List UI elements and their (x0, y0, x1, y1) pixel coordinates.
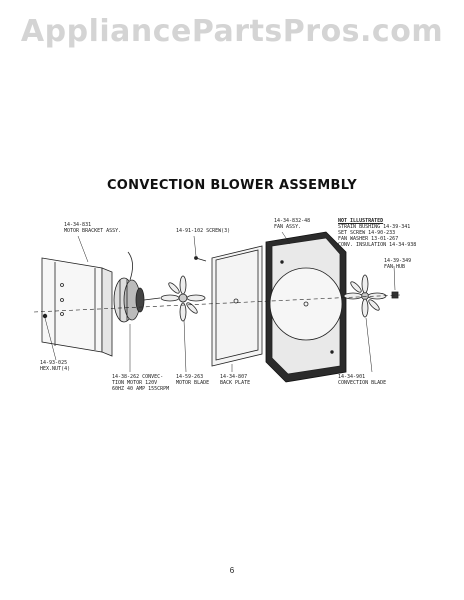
label-fan-hub: 14-39-349 FAN HUB (384, 258, 412, 270)
label-convection-motor: 14-38-262 CONVEC- TION MOTOR 120V 60HZ 4… (112, 374, 170, 392)
label-motor-blade: 14-59-263 MOTOR BLADE (176, 374, 210, 386)
not-illustrated-list: NOT ILLUSTRATED STRAIN BUSHING 14-39-341… (338, 218, 417, 248)
label-fan-assy: 14-34-832-48 FAN ASSY. (274, 218, 311, 230)
label-motor-bracket: 14-34-831 MOTOR BRACKET ASSY. (64, 222, 122, 234)
motor-blade-drawing (160, 275, 206, 322)
diagram-title: CONVECTION BLOWER ASSEMBLY (106, 178, 358, 193)
label-convection-blade: 14-34-901 CONVECTION BLADE (338, 374, 387, 386)
fan-assy-drawing (265, 231, 347, 383)
watermark: AppliancePartsPros.com (20, 14, 444, 49)
back-plate-drawing (211, 245, 263, 367)
screw-drawing (194, 256, 207, 262)
label-back-plate: 14-34-807 BACK PLATE (220, 374, 251, 386)
convection-motor-drawing (113, 251, 161, 323)
label-hex-nut: 14-93-025 HEX.NUT(4) (40, 360, 71, 372)
fan-hub-drawing (391, 291, 399, 299)
page-number: 6 (229, 566, 235, 575)
motor-bracket-drawing (41, 257, 113, 357)
not-illustrated-heading: NOT ILLUSTRATED (338, 218, 384, 224)
label-screw: 14-91-102 SCREW(3) (176, 228, 231, 234)
